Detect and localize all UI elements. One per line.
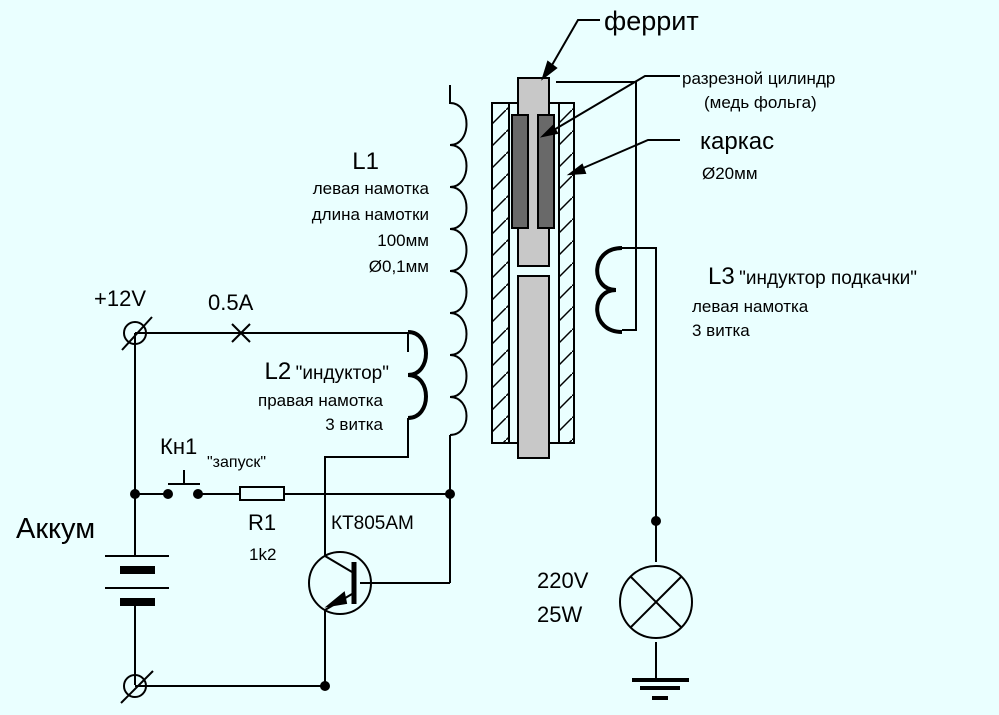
label-l1-winding: левая намотка [312,179,429,198]
transistor-kt805 [308,551,372,615]
label-l2-title: "индуктор" [295,363,389,384]
l1-coil [449,85,468,436]
battery-symbol [105,555,169,606]
label-l3-title: "индуктор подкачки" [739,268,917,289]
label-l3: L3 "индуктор подкачки" [708,265,917,289]
label-l1-length: длина намотки [311,205,429,224]
label-frame: каркас [700,128,775,155]
ferrite-assembly [491,77,575,459]
label-l3-turns: 3 витка [692,321,750,340]
label-transistor: КТ805АМ [331,513,414,534]
label-resistor-value: 1k2 [249,545,277,564]
label-current: 0.5A [208,290,254,315]
label-button-note: "запуск" [207,454,267,471]
lamp-symbol [619,565,693,639]
label-lamp-voltage: 220V [537,568,589,593]
l3-coil [595,246,623,334]
junction-dots [130,489,661,691]
label-l3-name: L3 [708,263,735,290]
label-split-cylinder: разрезной цилиндр [682,69,836,88]
label-copper-foil: (медь фольга) [704,93,817,112]
label-battery: Аккум [16,513,96,545]
label-supply: +12V [94,286,146,311]
copper-foil-right [537,114,555,229]
label-frame-diameter: Ø20мм [702,164,758,183]
label-ferrite: феррит [604,6,699,36]
label-button: Кн1 [160,434,198,459]
label-l1-name: L1 [352,148,379,175]
label-l2-name: L2 [264,358,292,385]
wires [134,81,657,687]
push-button-kn1 [168,470,200,485]
ferrite-rod-bottom [517,275,550,459]
ground-symbol [632,678,689,700]
label-l2-turns: 3 витка [325,415,383,434]
terminal-minus [120,670,154,704]
fuse-mark [231,323,251,343]
label-l2: L2 "индуктор" [265,360,390,384]
label-l1-wire-diameter: Ø0,1мм [368,257,429,276]
leader-arrows [539,19,680,176]
label-lamp-power: 25W [537,602,583,627]
label-l3-winding: левая намотка [692,297,809,316]
resistor-r1 [239,486,285,501]
label-resistor: R1 [248,510,277,535]
label-l1-length-value: 100мм [377,231,429,250]
label-l2-winding: правая намотка [257,391,383,410]
l2-coil [407,330,428,420]
copper-foil-left [511,114,529,229]
terminal-plus [121,316,153,351]
